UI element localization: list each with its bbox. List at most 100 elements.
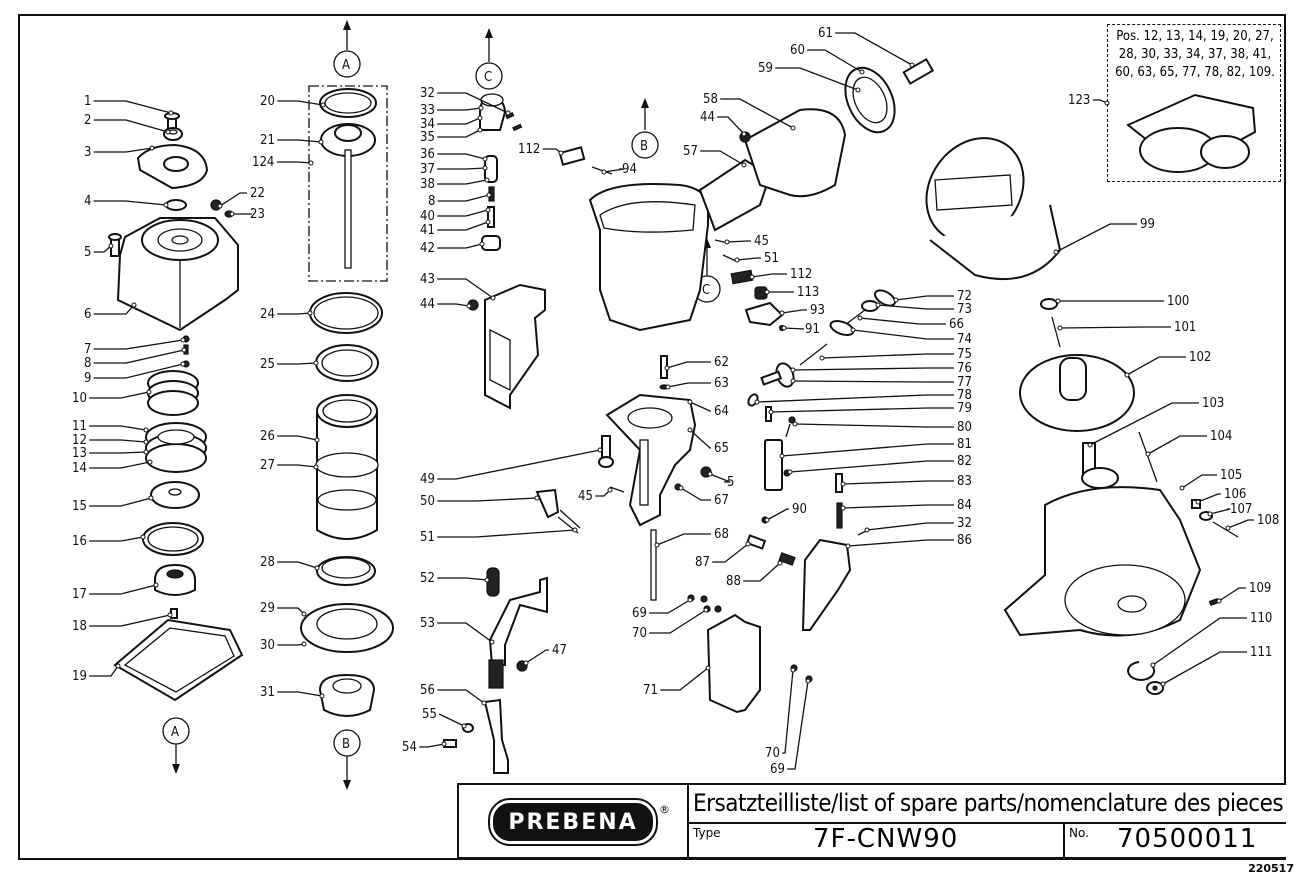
leader-line (842, 504, 954, 509)
leader-anchor (665, 384, 671, 390)
callout-103: 103 (1087, 396, 1224, 448)
callout-104: 104 (1145, 429, 1232, 457)
leader-anchor (1087, 442, 1093, 448)
part-ring-110 (1127, 661, 1156, 681)
callout-67: 67 (678, 485, 729, 508)
leader-line (277, 561, 318, 569)
callout-number: 13 (72, 446, 87, 461)
callout-number: 58 (703, 92, 718, 107)
part-nut-42 (481, 235, 501, 251)
callout-number: 91 (805, 322, 820, 337)
callout-number: 33 (420, 103, 435, 118)
callout-35: 35 (420, 127, 483, 145)
part-spring-80 (785, 416, 796, 438)
callout-number: 94 (622, 162, 637, 177)
leader-anchor (466, 303, 472, 309)
leader-anchor (1179, 485, 1185, 491)
callout-number: 19 (72, 669, 87, 684)
callout-number: 4 (84, 194, 91, 209)
leader-anchor (893, 297, 899, 303)
callout-53: 53 (420, 616, 495, 645)
leader-line (277, 362, 317, 365)
part-cylinder-cap (116, 217, 239, 332)
leader-line (419, 743, 445, 748)
callout-19: 19 (72, 663, 121, 684)
leader-line (680, 487, 711, 501)
callout-59: 59 (758, 61, 861, 93)
leader-line (1147, 435, 1207, 455)
leader-line (789, 460, 954, 473)
leader-line (89, 584, 157, 595)
part-tube-58 (743, 108, 847, 198)
leader-anchor (777, 560, 783, 566)
callout-63: 63 (665, 376, 729, 391)
callout-number: 90 (792, 502, 807, 517)
leader-line (895, 295, 954, 301)
callout-number: 22 (250, 186, 265, 201)
document-title: Ersatzteilliste/list of spare parts/nome… (687, 785, 1286, 824)
leader-anchor (168, 110, 174, 116)
callout-23: 23 (229, 207, 265, 222)
callout-number: 12 (72, 433, 87, 448)
leader-anchor (875, 302, 881, 308)
type-label: Type (693, 826, 721, 840)
connector-label: C (702, 283, 710, 298)
part-ring-25 (315, 344, 379, 382)
leader-line (781, 309, 807, 314)
leader-line (756, 394, 954, 403)
callout-number: 9 (84, 371, 91, 386)
leader-line (277, 139, 322, 143)
callout-number: 71 (643, 683, 658, 698)
connector-c-top: C (475, 28, 503, 90)
leader-line (437, 278, 494, 299)
connector-label: B (640, 139, 648, 154)
callout-44: 44 (700, 110, 747, 137)
callout-55: 55 (422, 707, 467, 729)
leader-anchor (523, 660, 529, 666)
leader-line (277, 607, 305, 615)
callout-number: 83 (957, 474, 972, 489)
callout-6: 6 (84, 302, 137, 322)
callout-68: 68 (654, 527, 729, 548)
callout-57: 57 (683, 144, 747, 168)
leader-anchor (153, 582, 159, 588)
callout-number: 50 (420, 494, 435, 509)
leader-anchor (505, 110, 511, 116)
callout-71: 71 (643, 665, 711, 698)
leader-line (437, 497, 538, 502)
callout-number: 107 (1230, 502, 1252, 517)
callout-58: 58 (703, 92, 796, 131)
callout-17: 17 (72, 582, 159, 602)
callout-78: 78 (754, 388, 972, 405)
part-pin-104 (1138, 431, 1158, 483)
callout-99: 99 (1053, 217, 1155, 255)
callout-45: 45 (724, 234, 769, 249)
leader-line (717, 116, 745, 135)
leader-anchor (477, 127, 483, 133)
leader-anchor (167, 612, 173, 618)
connector-a-top: A (333, 20, 361, 78)
brand-logo: PREBENA (488, 798, 658, 846)
leader-line (1059, 326, 1171, 329)
leader-line (219, 192, 247, 207)
leader-line (277, 435, 318, 441)
leader-line (700, 150, 745, 166)
leader-anchor (482, 165, 488, 171)
callout-number: 72 (957, 289, 972, 304)
callout-number: 103 (1202, 396, 1224, 411)
leader-line (93, 304, 135, 315)
part-bumper-15 (150, 481, 200, 509)
callout-44: 44 (420, 297, 472, 312)
leader-line (277, 464, 317, 468)
callout-70: 70 (632, 607, 709, 641)
leader-line (437, 194, 490, 202)
leader-anchor (115, 663, 121, 669)
callout-number: 81 (957, 437, 972, 452)
part-bumper-17 (154, 563, 196, 596)
leader-line (783, 327, 805, 330)
leader-anchor (485, 219, 491, 225)
leader-anchor (664, 365, 670, 371)
leader-anchor (481, 700, 487, 706)
leader-line (792, 380, 954, 383)
callout-51: 51 (734, 251, 779, 266)
